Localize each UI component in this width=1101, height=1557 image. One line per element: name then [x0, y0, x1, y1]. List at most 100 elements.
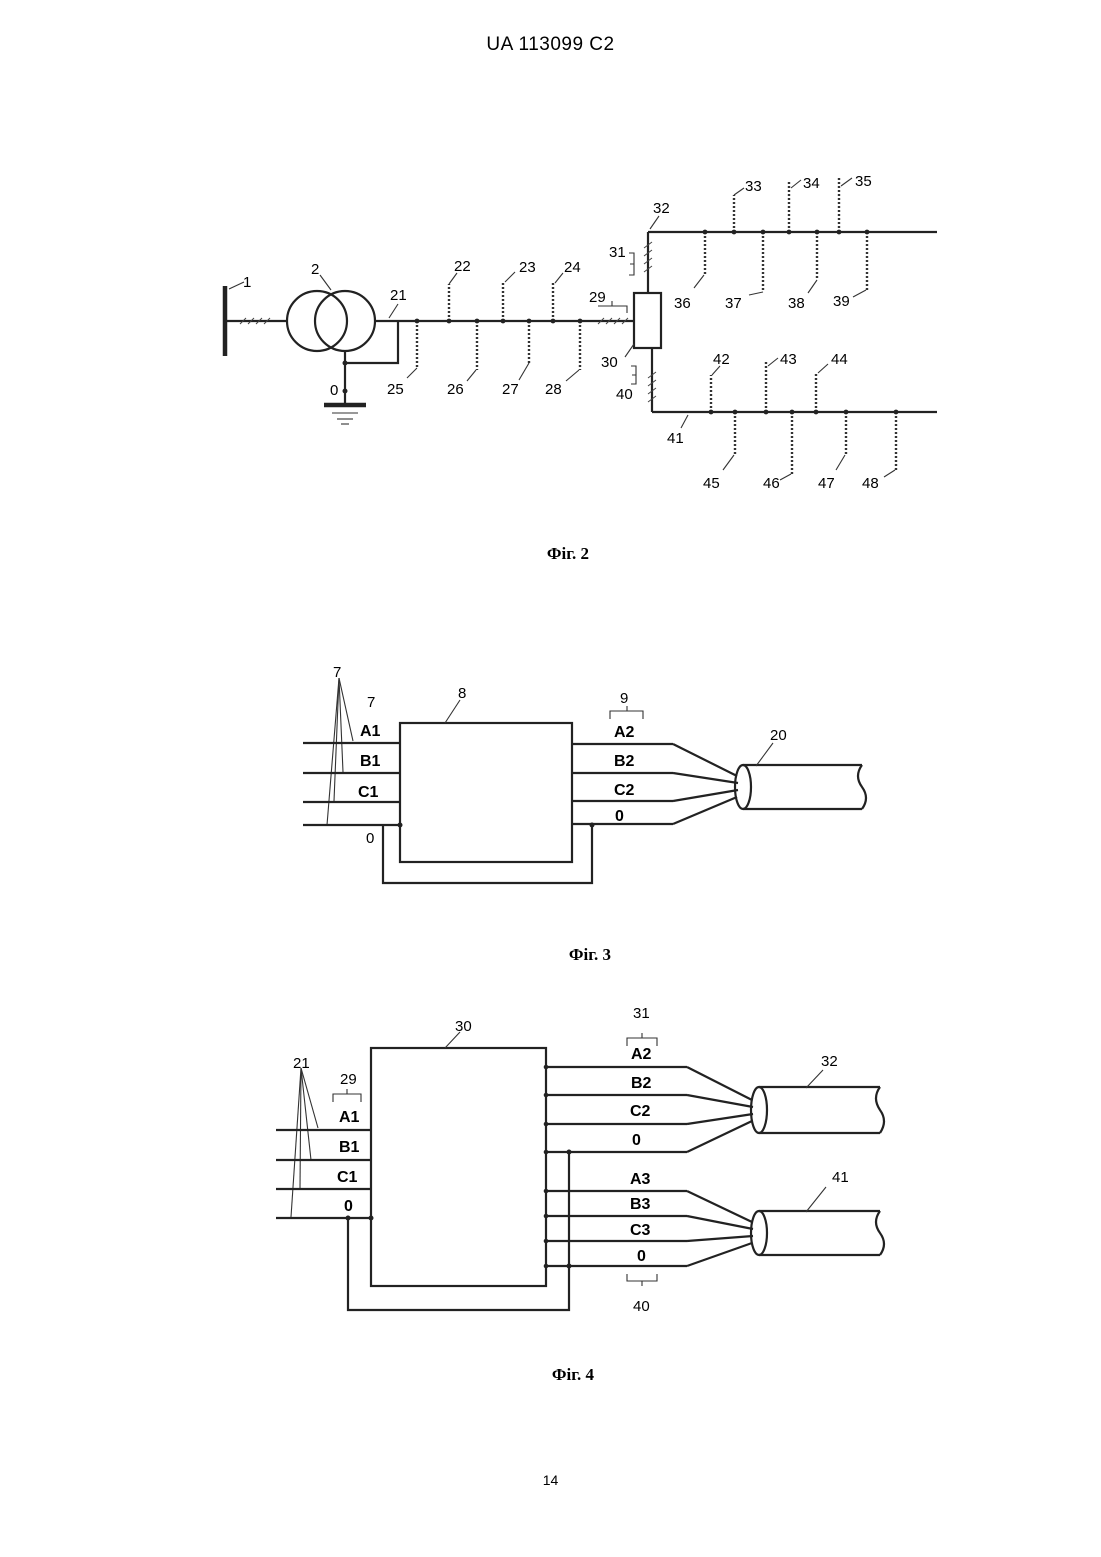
- label-0-out: 0: [615, 808, 624, 825]
- neutral-node-in: [398, 823, 403, 828]
- figure-4-device-30-diagram: 21 29 A1 B1 C1 0 30 A2 B2 C2 0 31 32: [0, 1000, 1101, 1420]
- neutral-node-device: [369, 1216, 374, 1221]
- label-9: 9: [620, 690, 628, 707]
- label-b2: B2: [631, 1075, 652, 1092]
- line-32-taps: [694, 178, 869, 297]
- label-33: 33: [745, 178, 762, 195]
- leader-1: [229, 282, 244, 289]
- neutral-bypass-loop: [383, 825, 592, 883]
- label-c1: C1: [358, 784, 379, 801]
- label-b1: B1: [360, 753, 381, 770]
- label-43: 43: [780, 351, 797, 368]
- transformer-winding-primary: [287, 291, 347, 351]
- label-a3: A3: [630, 1171, 651, 1188]
- cable-41: [751, 1211, 884, 1255]
- label-1: 1: [243, 274, 251, 291]
- bottom-conductor-convergence: [687, 1191, 753, 1266]
- label-32: 32: [653, 200, 670, 217]
- label-21: 21: [293, 1055, 310, 1072]
- label-c3: C3: [630, 1222, 651, 1239]
- label-b3: B3: [630, 1196, 651, 1213]
- leader-30: [625, 344, 634, 357]
- label-c2: C2: [630, 1103, 651, 1120]
- label-2: 2: [311, 261, 319, 278]
- brace-9: [610, 706, 643, 719]
- label-20: 20: [770, 727, 787, 744]
- label-44: 44: [831, 351, 848, 368]
- top-conductor-convergence: [687, 1067, 753, 1152]
- label-41: 41: [667, 430, 684, 447]
- label-23: 23: [519, 259, 536, 276]
- cable-32: [751, 1087, 884, 1133]
- label-30: 30: [601, 354, 618, 371]
- label-30: 30: [455, 1018, 472, 1035]
- label-22: 22: [454, 258, 471, 275]
- label-39: 39: [833, 293, 850, 310]
- label-29: 29: [589, 289, 606, 306]
- label-25: 25: [387, 381, 404, 398]
- leader-21: [389, 304, 398, 318]
- label-29: 29: [340, 1071, 357, 1088]
- leader-20: [756, 743, 773, 766]
- caption-fig-2: Фіг. 2: [547, 544, 589, 563]
- label-31: 31: [609, 244, 626, 261]
- caption-fig-3: Фіг. 3: [569, 945, 611, 964]
- input-leaders-21: [291, 1068, 318, 1217]
- main-line-taps: [415, 282, 583, 370]
- label-42: 42: [713, 351, 730, 368]
- leader-2: [320, 275, 331, 290]
- label-0-top: 0: [632, 1132, 641, 1149]
- splitter-device-30: [634, 293, 661, 348]
- label-40: 40: [633, 1298, 650, 1315]
- brace-40: [627, 1274, 657, 1286]
- figure-2-network-diagram: 1 2 0 21 22 23 24 25 26 27: [0, 0, 1101, 600]
- conductor-convergence: [673, 744, 738, 824]
- neutral-node-in: [346, 1216, 351, 1221]
- neutral-to-line-conductor: [345, 321, 398, 363]
- device-8: [400, 723, 572, 862]
- label-7-top: 7: [333, 664, 341, 681]
- label-7-side: 7: [367, 694, 375, 711]
- label-35: 35: [855, 173, 872, 190]
- label-a1: A1: [360, 723, 381, 740]
- label-28: 28: [545, 381, 562, 398]
- label-37: 37: [725, 295, 742, 312]
- label-38: 38: [788, 295, 805, 312]
- label-27: 27: [502, 381, 519, 398]
- label-47: 47: [818, 475, 835, 492]
- label-34: 34: [803, 175, 820, 192]
- leader-32: [806, 1070, 823, 1088]
- label-c1: C1: [337, 1169, 358, 1186]
- leader-8: [445, 700, 460, 723]
- label-a2: A2: [614, 724, 635, 741]
- label-26: 26: [447, 381, 464, 398]
- label-40: 40: [616, 386, 633, 403]
- leader-32: [650, 216, 659, 229]
- leader-41: [806, 1187, 826, 1212]
- label-32: 32: [821, 1053, 838, 1070]
- brace-31: [629, 253, 634, 275]
- page-number: 14: [0, 1472, 1101, 1488]
- leader-41: [681, 415, 688, 428]
- caption-fig-4: Фіг. 4: [552, 1365, 595, 1384]
- label-21: 21: [390, 287, 407, 304]
- label-36: 36: [674, 295, 691, 312]
- label-a2: A2: [631, 1046, 652, 1063]
- line-41-taps: [709, 358, 899, 480]
- label-8: 8: [458, 685, 466, 702]
- brace-29: [333, 1089, 361, 1102]
- label-0-bottom: 0: [637, 1248, 646, 1265]
- label-a1: A1: [339, 1109, 360, 1126]
- label-b2: B2: [614, 753, 635, 770]
- label-c2: C2: [614, 782, 635, 799]
- label-45: 45: [703, 475, 720, 492]
- label-31: 31: [633, 1005, 650, 1022]
- label-b1: B1: [339, 1139, 360, 1156]
- label-48: 48: [862, 475, 879, 492]
- figure-3-device-8-diagram: 7 7 A1 B1 C1 8 0 A2 B2 C2 0 9 20 Фіг. 3: [0, 600, 1101, 1000]
- transformer-winding-secondary: [315, 291, 375, 351]
- label-0-in: 0: [344, 1198, 353, 1215]
- label-46: 46: [763, 475, 780, 492]
- brace-40: [631, 366, 636, 384]
- brace-31: [627, 1033, 657, 1046]
